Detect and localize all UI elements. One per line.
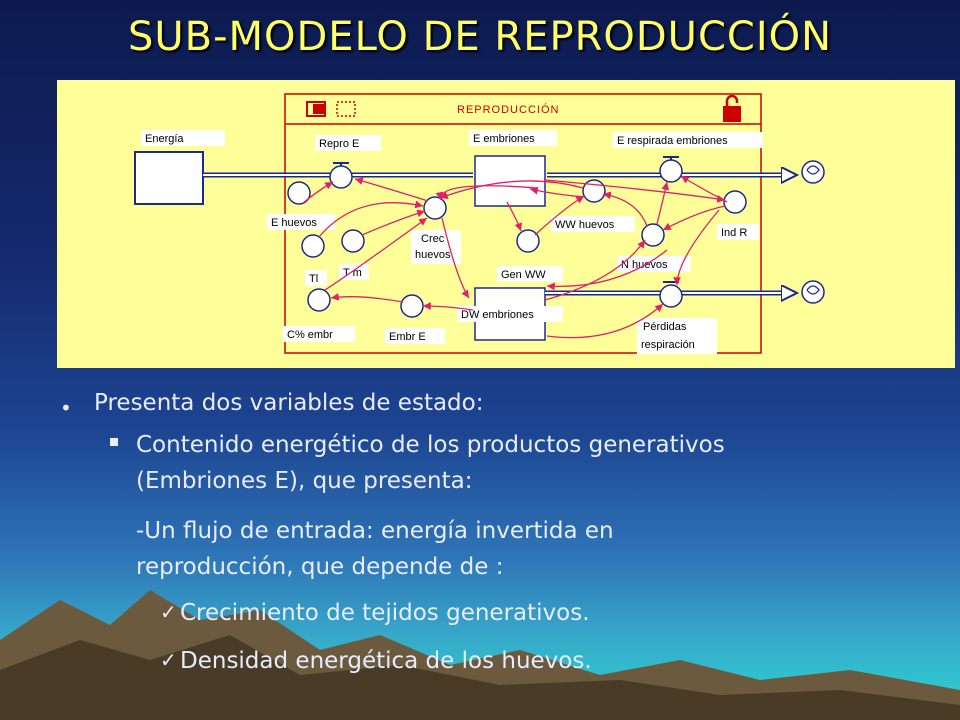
lock-icon[interactable] <box>723 94 741 122</box>
cloud-sink-icon <box>801 280 825 304</box>
square-bullet <box>110 438 118 446</box>
tl-label: Tl <box>309 273 318 285</box>
ww-huevos-label: WW huevos <box>555 219 615 231</box>
crec-huevos-converter[interactable] <box>423 196 447 220</box>
c-embr-converter[interactable] <box>307 288 331 312</box>
perdidas-label-2: respiración <box>641 339 695 351</box>
sub-1-line-1: Contenido energético de los productos ge… <box>136 432 725 458</box>
stella-diagram: REPRODUCCIÓN Energía Repro E E em <box>57 80 955 368</box>
perdidas-valve[interactable] <box>659 284 683 308</box>
crec-huevos-label-2: huevos <box>415 249 451 261</box>
check-icon: ✓ <box>160 600 177 624</box>
e-embriones-label: E embriones <box>473 133 535 145</box>
repro-e-label: Repro E <box>319 138 359 150</box>
gen-ww-label: Gen WW <box>501 269 546 281</box>
mountain-backdrop <box>0 590 960 720</box>
dw-embriones-label: DW embriones <box>461 309 534 321</box>
check-1: Crecimiento de tejidos generativos. <box>180 600 590 626</box>
bullet-1: Presenta dos variables de estado: <box>94 390 484 416</box>
dash-line-1: -Un flujo de entrada: energía invertida … <box>136 518 614 544</box>
connectors <box>302 175 728 339</box>
t-m-label: T m <box>343 267 362 279</box>
t-m-converter[interactable] <box>341 229 365 253</box>
energia-stock[interactable] <box>134 151 204 205</box>
ind-r-label: Ind R <box>721 227 747 239</box>
gen-ww-converter[interactable] <box>516 229 540 253</box>
check-2: Densidad energética de los huevos. <box>180 648 592 674</box>
tl-converter[interactable] <box>301 234 325 258</box>
energia-label: Energía <box>145 133 184 145</box>
e-respirada-label: E respirada embriones <box>617 135 728 147</box>
c-embr-label: C% embr <box>287 329 333 341</box>
e-huevos-label: E huevos <box>271 217 317 229</box>
diagram-canvas: REPRODUCCIÓN Energía Repro E E em <box>134 93 825 354</box>
sector-title: REPRODUCCIÓN <box>457 103 559 116</box>
embr-e-label: Embr E <box>389 331 426 343</box>
dash-line-2: reproducción, que depende de : <box>136 554 504 580</box>
sector-toolbar-icons[interactable] <box>306 101 356 117</box>
crec-huevos-label-1: Crec <box>421 233 445 245</box>
e-huevos-converter[interactable] <box>287 181 311 205</box>
sub-1-line-2: (Embriones E), que presenta: <box>136 468 473 494</box>
page-title: SUB-MODELO DE REPRODUCCIÓN <box>127 14 833 60</box>
perdidas-label-1: Pérdidas <box>643 321 687 333</box>
bullet-dot: • <box>60 396 72 420</box>
check-icon: ✓ <box>160 648 177 672</box>
cloud-sink-icon <box>801 160 825 184</box>
n-huevos-converter[interactable] <box>641 223 665 247</box>
